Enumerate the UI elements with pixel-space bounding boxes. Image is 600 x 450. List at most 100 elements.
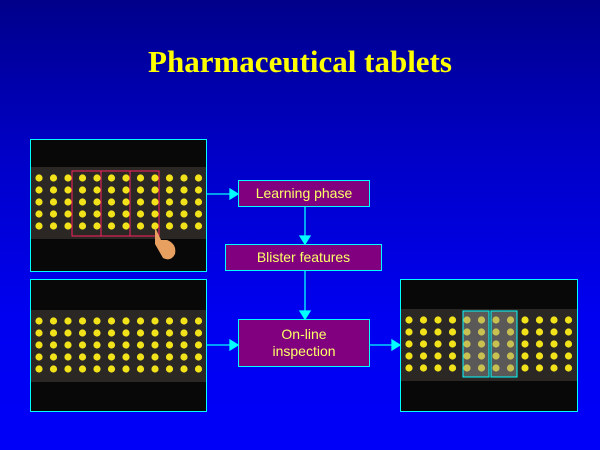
tablet (122, 186, 130, 194)
tablet (93, 174, 101, 182)
tablet (151, 365, 159, 373)
tablet (492, 352, 500, 360)
tablet (194, 341, 203, 349)
tablet (521, 328, 529, 336)
tablet (122, 353, 130, 361)
tablet (93, 317, 101, 325)
tablet (419, 328, 428, 336)
tablet (136, 222, 145, 230)
tablet (564, 328, 573, 336)
tablet (405, 364, 413, 372)
tablet (78, 329, 87, 337)
tablet (194, 353, 203, 361)
blister-features-box: Blister features (225, 244, 382, 271)
tablet (49, 317, 58, 325)
tablet (434, 316, 442, 324)
tablet (405, 340, 413, 348)
tablet (49, 174, 58, 182)
blister-photo (31, 310, 206, 382)
tablet (107, 186, 116, 194)
tablet (463, 340, 471, 348)
tablet (122, 198, 130, 206)
tablet (93, 198, 101, 206)
tablet (463, 328, 471, 336)
tablet (477, 328, 486, 336)
tablet (492, 364, 500, 372)
tablet (165, 174, 174, 182)
tablet (550, 340, 558, 348)
tablet (136, 329, 145, 337)
tablet (78, 365, 87, 373)
tablet (64, 317, 72, 325)
tablet (151, 186, 159, 194)
tablet (165, 210, 174, 218)
tablet (194, 210, 203, 218)
tablet (194, 329, 203, 337)
tablet (35, 222, 43, 230)
tablet (64, 353, 72, 361)
tablet (151, 222, 159, 230)
tablet (550, 328, 558, 336)
tablet (492, 316, 500, 324)
tablet (463, 316, 471, 324)
tablet (78, 174, 87, 182)
learning-phase-box: Learning phase (238, 180, 370, 207)
tablet (49, 222, 58, 230)
learning-phase-label: Learning phase (255, 185, 353, 201)
tablet (564, 316, 573, 324)
tablet (194, 186, 203, 194)
tablet (151, 174, 159, 182)
tablet (180, 198, 188, 206)
tablet (151, 329, 159, 337)
tablet (107, 317, 116, 325)
tablet (180, 341, 188, 349)
tablet (107, 365, 116, 373)
tablet (506, 352, 515, 360)
tablet (477, 340, 486, 348)
tablet (49, 198, 58, 206)
tablet (136, 341, 145, 349)
tablet (535, 328, 544, 336)
tablet (463, 364, 471, 372)
tablet (49, 186, 58, 194)
tablet (35, 186, 43, 194)
tablet (521, 316, 529, 324)
tablet (180, 353, 188, 361)
tablet (194, 174, 203, 182)
tablet (122, 365, 130, 373)
tablet (448, 364, 457, 372)
inspection-label: inspection (272, 343, 336, 359)
tablet (405, 352, 413, 360)
tablet (506, 316, 515, 324)
tablet (434, 352, 442, 360)
tablet (64, 341, 72, 349)
tablet (64, 174, 72, 182)
blister-photo (31, 167, 206, 260)
tablet (151, 317, 159, 325)
tablet (107, 341, 116, 349)
tablet (122, 341, 130, 349)
tablet (122, 174, 130, 182)
tablet (521, 340, 529, 348)
tablet (78, 341, 87, 349)
tablet (78, 186, 87, 194)
tablet (136, 174, 145, 182)
tablet (35, 329, 43, 337)
tablet (49, 341, 58, 349)
tablet (35, 198, 43, 206)
tablet (151, 341, 159, 349)
tablet (405, 316, 413, 324)
tablet (194, 365, 203, 373)
tablet (35, 174, 43, 182)
tablet (49, 365, 58, 373)
tablet (107, 198, 116, 206)
tablet (122, 329, 130, 337)
tablet (78, 317, 87, 325)
tablet (194, 317, 203, 325)
tablet (49, 353, 58, 361)
detected-region (490, 310, 518, 378)
tablet (180, 365, 188, 373)
selection-frame (129, 170, 160, 237)
tablet (180, 186, 188, 194)
